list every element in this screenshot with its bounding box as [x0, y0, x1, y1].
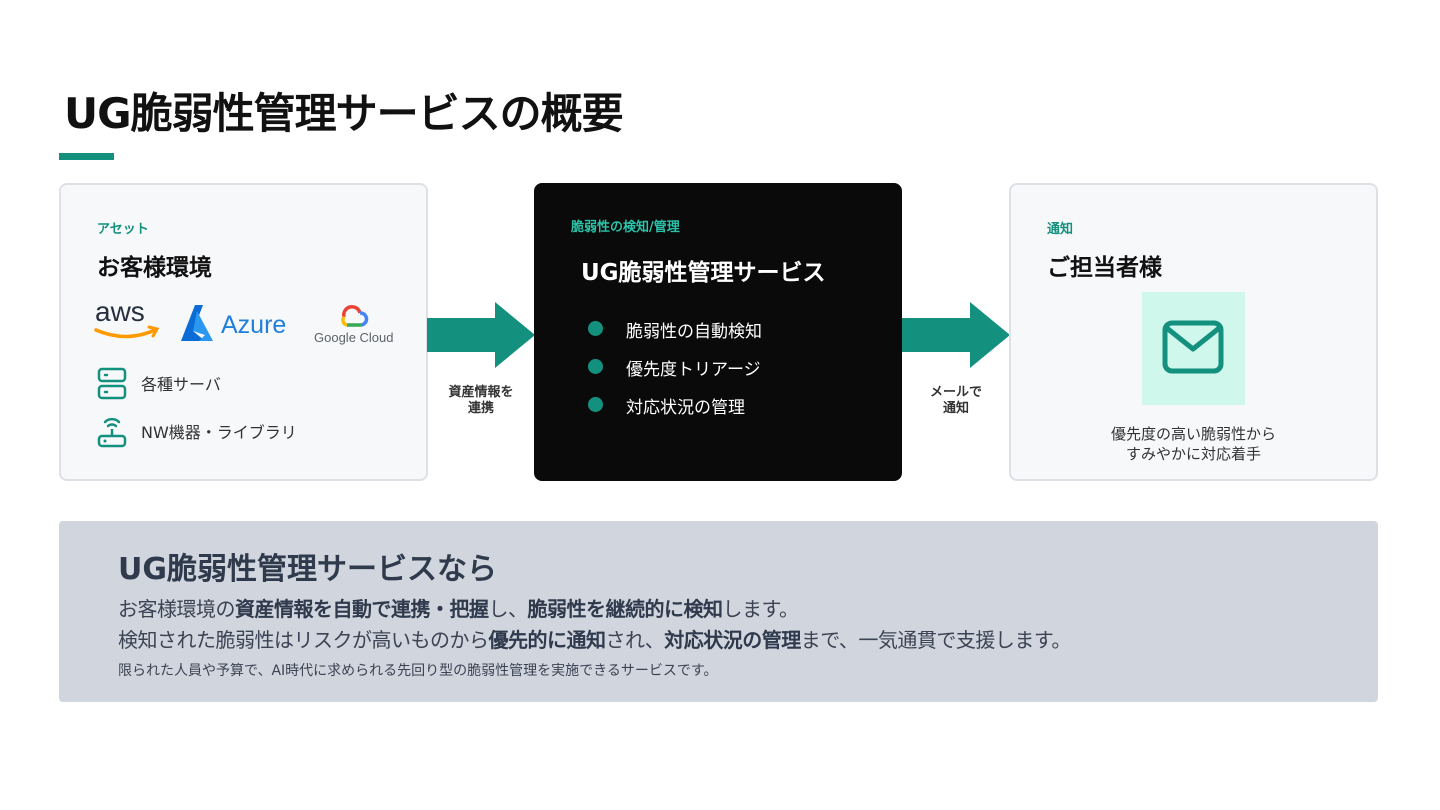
notify-description-line: すみやかに対応着手 [1125, 445, 1261, 463]
asset-eyebrow: アセット [97, 222, 149, 237]
title-underline [59, 153, 114, 160]
notify-description-line: 優先度の高い脆弱性から [1110, 425, 1276, 443]
feature-label: 対応状況の管理 [626, 398, 745, 418]
service-eyebrow: 脆弱性の検知/管理 [571, 220, 680, 235]
asset-item-label: NW機器・ライブラリ [141, 423, 297, 442]
notify-heading: ご担当者様 [1047, 255, 1162, 281]
arrow-caption-sync: 資産情報を 連携 [431, 385, 531, 417]
arrow-caption-line: 資産情報を [448, 385, 514, 400]
azure-logo-text: Azure [221, 311, 286, 339]
summary-line: 検知された脆弱性はリスクが高いものから優先的に通知され、対応状況の管理まで、一気… [118, 624, 1071, 653]
mail-icon [1162, 320, 1224, 374]
arrow-caption-line: メールで [929, 385, 982, 400]
page-title: UG脆弱性管理サービスの概要 [64, 89, 624, 138]
summary-emphasis: 優先的に通知 [488, 628, 607, 652]
feature-label: 脆弱性の自動検知 [626, 322, 762, 342]
asset-heading: お客様環境 [97, 255, 212, 281]
summary-text: お客様環境の [118, 597, 236, 621]
summary-title: UG脆弱性管理サービスなら [118, 552, 497, 587]
aws-logo: aws [94, 297, 160, 339]
aws-logo-text: aws [95, 297, 145, 327]
summary-emphasis: 対応状況の管理 [664, 628, 801, 652]
server-icon [97, 367, 127, 400]
azure-logo: Azure [181, 305, 286, 341]
wifi-router-icon [97, 417, 127, 448]
summary-text: され、 [605, 628, 665, 652]
summary-panel: UG脆弱性管理サービスなら お客様環境の資産情報を自動で連携・把握し、脆弱性を継… [59, 521, 1378, 702]
asset-card: アセット お客様環境 aws Azure Google Cloud 各種サーバ [59, 183, 428, 481]
google-cloud-logo-text: Google Cloud [314, 330, 394, 345]
notify-description: 優先度の高い脆弱性から すみやかに対応着手 [1071, 424, 1316, 464]
summary-text: まで、一気通貫で支援します。 [800, 628, 1072, 652]
notify-eyebrow: 通知 [1047, 222, 1074, 237]
service-card: 脆弱性の検知/管理 UG脆弱性管理サービス 脆弱性の自動検知 優先度トリアージ … [534, 183, 902, 481]
summary-emphasis: 資産情報を自動で連携・把握 [235, 597, 489, 621]
summary-line: お客様環境の資産情報を自動で連携・把握し、脆弱性を継続的に検知します。 [118, 593, 799, 622]
bullet-dot-icon [588, 321, 603, 336]
google-cloud-logo: Google Cloud [314, 305, 394, 345]
feature-label: 優先度トリアージ [626, 360, 761, 380]
summary-note: 限られた人員や予算で、AI時代に求められる先回り型の脆弱性管理を実施できるサービ… [118, 663, 718, 679]
service-heading: UG脆弱性管理サービス [581, 260, 826, 286]
bullet-dot-icon [588, 397, 603, 412]
mail-icon-tile [1142, 292, 1245, 405]
summary-text: し、 [488, 597, 529, 621]
arrow-caption-line: 連携 [467, 401, 494, 416]
bullet-dot-icon [588, 359, 603, 374]
arrow-caption-notify: メールで 通知 [906, 385, 1006, 417]
summary-text: します。 [722, 597, 800, 621]
arrow-caption-line: 通知 [942, 401, 969, 416]
flow-arrow-right-icon [902, 302, 1010, 368]
notify-card: 通知 ご担当者様 優先度の高い脆弱性から すみやかに対応着手 [1009, 183, 1378, 481]
flow-arrow-right-icon [427, 302, 535, 368]
summary-emphasis: 脆弱性を継続的に検知 [527, 597, 724, 621]
summary-text: 検知された脆弱性はリスクが高いものから [118, 628, 489, 652]
asset-item-label: 各種サーバ [141, 375, 221, 394]
